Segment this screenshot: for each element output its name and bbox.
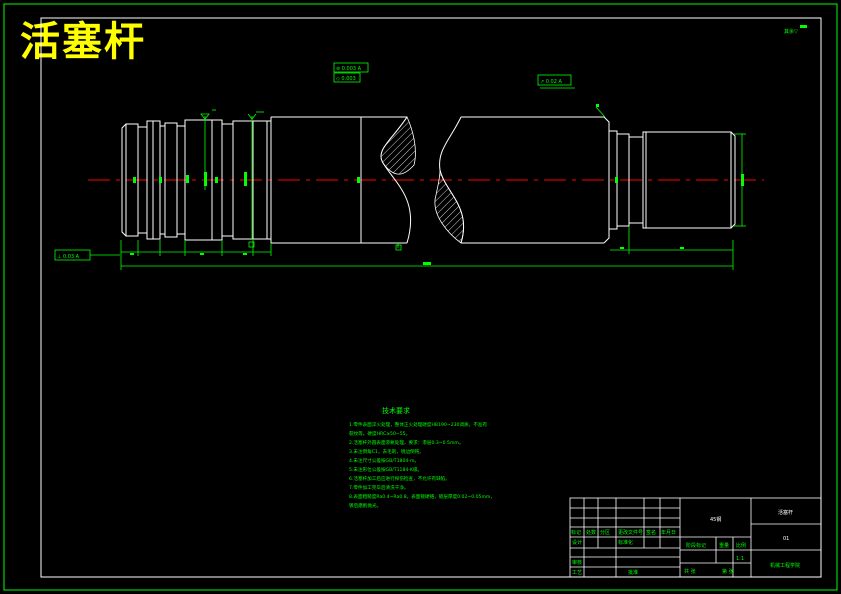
tb-drawing-no: 01 [783, 536, 789, 542]
tech-req-line: 5.未注形位公差按GB/T1184-K级。 [349, 466, 422, 473]
tech-req-line: 8.表面粗糙度Ra0.4~Ra0.8，表面镀硬铬，镀层厚度0.02~0.05mm… [349, 493, 495, 500]
tb-label: 设计 [572, 539, 582, 546]
roughness-value-mark [800, 25, 807, 28]
frame-perpendicularity: ⊥ 0.03 A [57, 254, 80, 260]
inner-border [40, 17, 822, 578]
tech-req-line: 镀后磨削抛光。 [349, 502, 381, 509]
feature-frame-upper-left: ⊚ 0.003 A ◇ 0.003 [333, 62, 369, 83]
frame-line-1: ⊚ 0.003 A [336, 66, 362, 72]
tech-req-line: 3.未注倒角C1，去毛刺，锐边倒钝。 [349, 448, 424, 455]
tb-label: 分区 [600, 529, 610, 536]
tb-label: 批准 [628, 569, 638, 576]
tb-label: 第 张 [722, 568, 734, 575]
tb-label: 标准化 [618, 539, 633, 546]
break-hatch-left [380, 116, 416, 175]
tech-req-line: 裂纹等。硬度HRC≥50~55。 [349, 430, 410, 437]
tb-part-name: 活塞杆 [778, 509, 793, 516]
tb-label: 更改文件号 [618, 529, 643, 536]
tb-label: 签名 [646, 529, 656, 536]
tb-label: 重量 [719, 542, 729, 549]
tb-label: 审核 [572, 559, 582, 566]
tech-req-line: 4.未注尺寸公差按GB/T1804-m。 [349, 457, 419, 464]
outer-border [3, 3, 838, 591]
feature-frame-left-datum: ⊥ 0.03 A [54, 249, 120, 261]
break-hatch-right [434, 169, 464, 244]
dimension-lines [120, 87, 746, 270]
roughness-symbols [200, 109, 402, 251]
tb-label: 工艺 [572, 570, 582, 576]
tb-label: 比例 [736, 542, 746, 549]
tech-req-line: 6.活塞杆加工后应进行探伤检查，不允许有缺陷。 [349, 475, 450, 482]
title-block-grid [569, 497, 822, 578]
tb-label: 年月日 [661, 529, 676, 536]
tb-scale: 1:1 [736, 556, 744, 562]
feature-frame-upper-right: ↗ 0.02 A [537, 74, 572, 86]
rod-outline [121, 116, 736, 244]
tb-label: 共 张 [684, 568, 696, 575]
title-block-text: 标记 处数 分区 更改文件号 签名 年月日 设计 标准化 审核 工艺 批准 阶段… [571, 509, 800, 576]
tb-label: 标记 [571, 529, 581, 536]
frame-runout: ↗ 0.02 A [540, 79, 563, 85]
tb-label: 阶段标记 [686, 542, 706, 549]
tech-req-line: 1.零件表面淬火处理，整体正火处理硬度HB190~230调质，不准有 [349, 421, 487, 428]
roughness-note: 其余▽ [784, 28, 798, 35]
frame-line-2: ◇ 0.003 [336, 76, 356, 82]
tb-school: 机械工程学院 [770, 562, 800, 569]
tech-req-line: 7.零件加工完毕后清洗干净。 [349, 484, 409, 491]
tech-req-line: 2.活塞杆外圆表面渗氮处理，要求：渗层0.3~0.5mm。 [349, 439, 463, 446]
technical-requirements: 技术要求 1.零件表面淬火处理，整体正火处理硬度HB190~230调质，不准有 … [349, 406, 495, 509]
tech-req-heading: 技术要求 [382, 406, 410, 415]
dimension-ticks [130, 104, 744, 265]
tb-label: 处数 [586, 529, 596, 536]
tb-material: 45钢 [710, 516, 721, 523]
